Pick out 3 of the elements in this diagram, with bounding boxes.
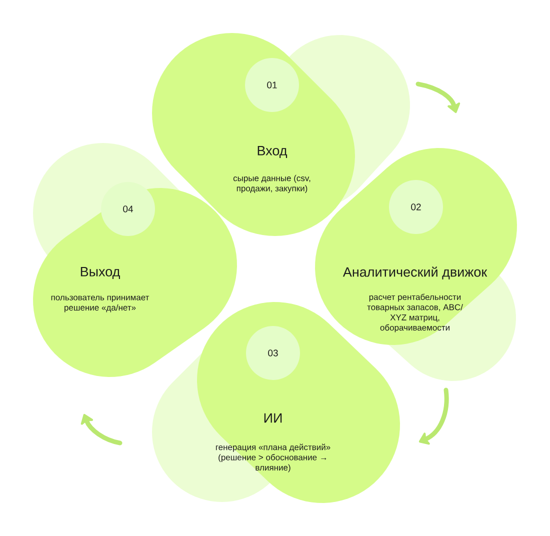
arrow xyxy=(418,388,449,445)
arrow xyxy=(416,82,460,114)
arrow xyxy=(80,414,122,446)
